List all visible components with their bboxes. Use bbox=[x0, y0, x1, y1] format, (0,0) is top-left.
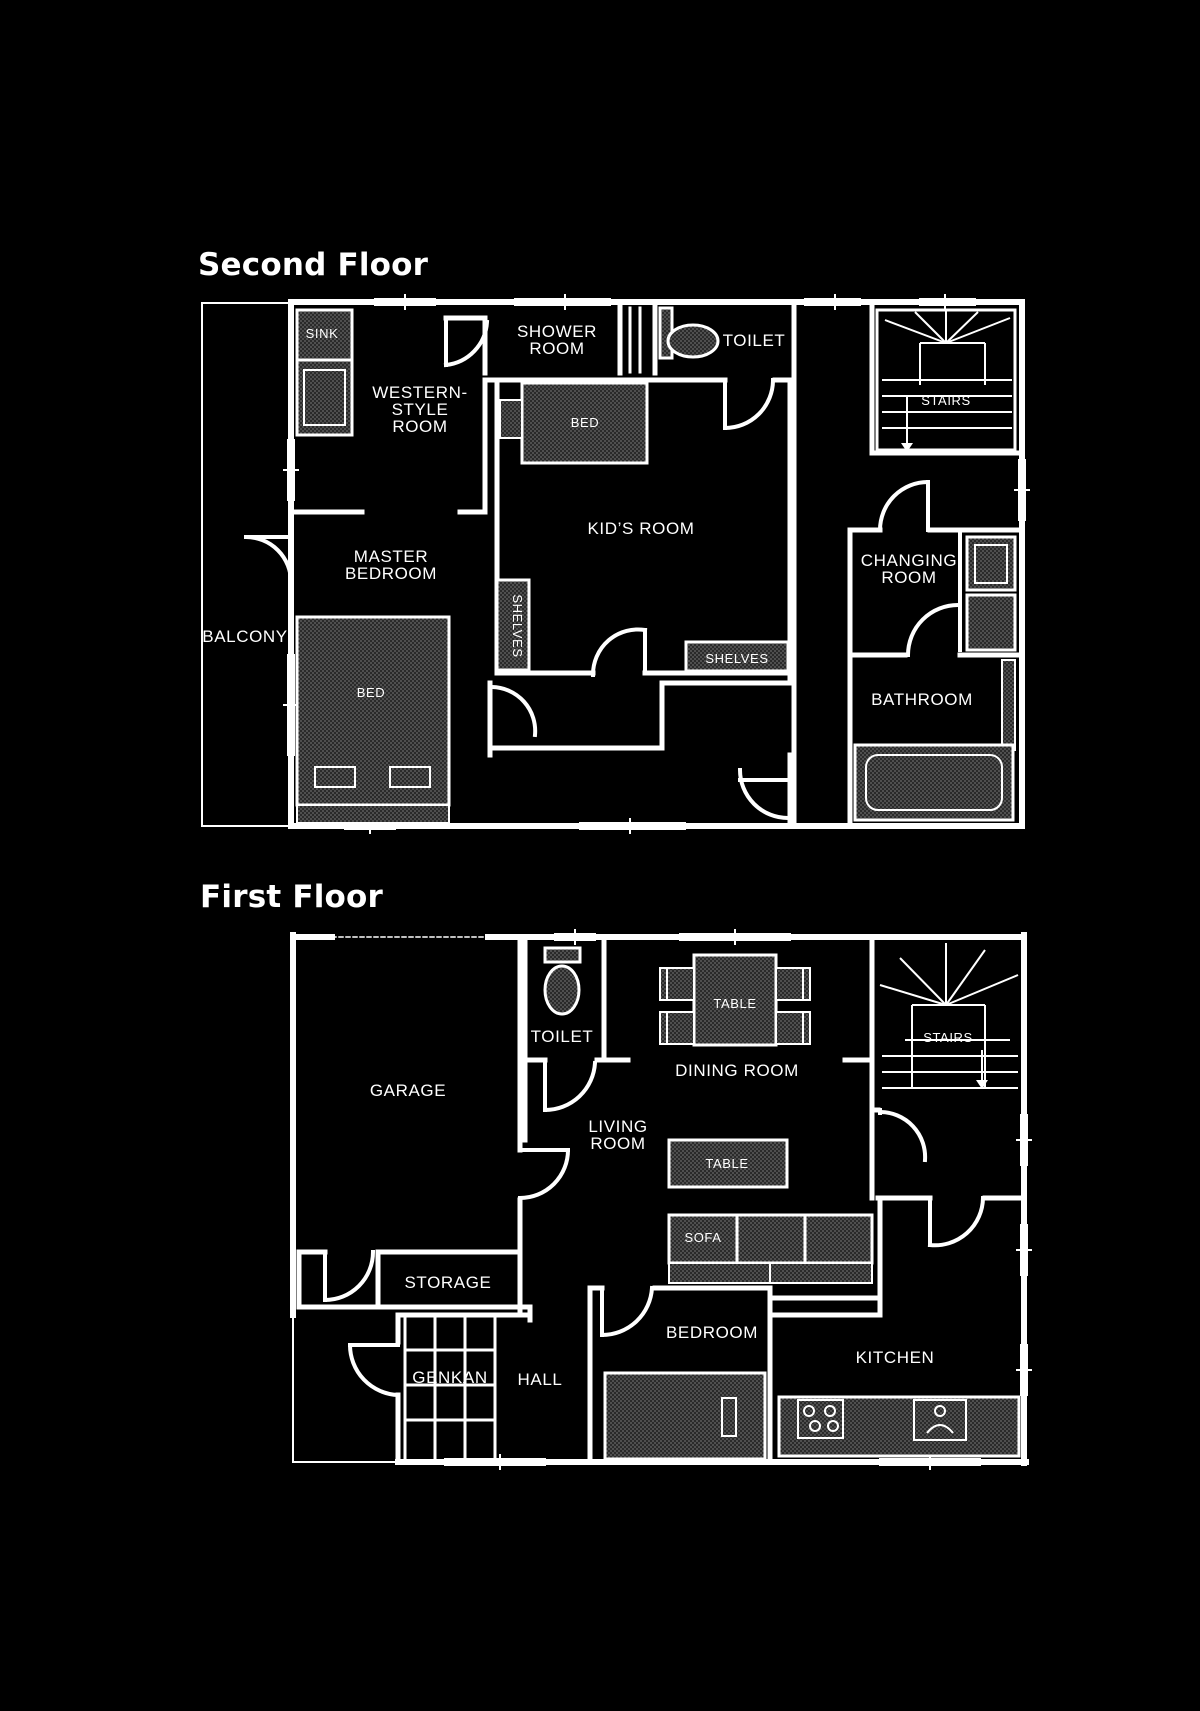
door-hall bbox=[737, 767, 792, 821]
sink-counter bbox=[295, 308, 354, 362]
door-first-toilet bbox=[542, 1060, 598, 1113]
label-western-style-room-2: STYLE bbox=[392, 400, 449, 419]
label-toilet-second: TOILET bbox=[723, 331, 786, 350]
kids-shelves bbox=[684, 640, 790, 673]
second-floor-labels: SINK SHOWER ROOM TOILET WESTERN- STYLE R… bbox=[202, 322, 973, 709]
door-bathroom bbox=[905, 602, 962, 658]
label-western-style-room-1: WESTERN- bbox=[372, 383, 467, 402]
door-stairs-hall bbox=[877, 1108, 928, 1163]
label-table-living: TABLE bbox=[705, 1156, 748, 1171]
label-kitchen: KITCHEN bbox=[856, 1348, 935, 1367]
label-shelves: SHELVES bbox=[705, 651, 768, 666]
label-sink: SINK bbox=[306, 326, 339, 341]
door-western-room bbox=[443, 316, 490, 368]
label-stairs-first: STAIRS bbox=[923, 1030, 973, 1045]
label-balcony: BALCONY bbox=[202, 627, 287, 646]
first-floor-furniture bbox=[543, 946, 1021, 1461]
door-garage-storage bbox=[322, 1249, 376, 1303]
label-bed-master: BED bbox=[357, 685, 386, 700]
toilet-bowl bbox=[666, 323, 720, 359]
door-master-bedroom bbox=[243, 534, 294, 585]
door-changing-room bbox=[877, 479, 931, 533]
label-dining-room: DINING ROOM bbox=[675, 1061, 799, 1080]
stove bbox=[797, 1399, 844, 1439]
kids-shelves-vertical bbox=[495, 578, 531, 672]
sofa bbox=[667, 1213, 874, 1265]
genkan-tiles bbox=[403, 1315, 497, 1460]
label-living-room-1: LIVING bbox=[588, 1117, 647, 1136]
label-master-bedroom-1: MASTER bbox=[354, 547, 428, 566]
label-stairs-second: STAIRS bbox=[921, 393, 971, 408]
label-sofa: SOFA bbox=[684, 1230, 721, 1245]
second-floor-stairs bbox=[875, 308, 1017, 452]
second-floor-exterior-walls bbox=[288, 299, 1025, 829]
label-shower-room-1: SHOWER bbox=[517, 322, 597, 341]
second-floor-plan bbox=[201, 294, 1030, 834]
balcony-area bbox=[201, 302, 291, 827]
first-toilet-bowl bbox=[543, 964, 581, 1016]
first-bed bbox=[603, 1371, 767, 1461]
door-kitchen bbox=[927, 1195, 986, 1248]
label-master-bedroom-2: BEDROOM bbox=[345, 564, 437, 583]
first-floor-heading: First Floor bbox=[200, 879, 384, 915]
label-table-dining: TABLE bbox=[713, 996, 756, 1011]
first-toilet-tank bbox=[543, 946, 582, 964]
label-bed-kids: BED bbox=[571, 415, 600, 430]
living-table bbox=[667, 1138, 789, 1189]
door-bedroom bbox=[599, 1285, 655, 1338]
windows-first-floor bbox=[444, 929, 1032, 1470]
door-kids-room bbox=[590, 627, 648, 678]
second-floor-heading: Second Floor bbox=[198, 247, 429, 283]
label-changing-room-1: CHANGING bbox=[861, 551, 957, 570]
sink-basin bbox=[303, 369, 346, 426]
door-genkan bbox=[347, 1342, 401, 1398]
door-garage-living bbox=[517, 1147, 571, 1201]
label-toilet-first: TOILET bbox=[531, 1027, 594, 1046]
label-bathroom: BATHROOM bbox=[871, 690, 973, 709]
first-floor-plan bbox=[290, 929, 1032, 1470]
windows-second-floor bbox=[283, 294, 1030, 834]
label-kids-room: KID’S ROOM bbox=[587, 519, 694, 538]
door-kids-room-top bbox=[722, 377, 776, 431]
second-floor-furniture bbox=[295, 306, 1017, 824]
first-floor-labels: TOILET TABLE STAIRS DINING ROOM GARAGE L… bbox=[370, 996, 973, 1389]
label-changing-room-2: ROOM bbox=[881, 568, 936, 587]
label-western-style-room-3: ROOM bbox=[392, 417, 447, 436]
label-genkan: GENKAN bbox=[412, 1368, 487, 1387]
label-storage: STORAGE bbox=[404, 1273, 491, 1292]
label-shower-room-2: ROOM bbox=[529, 339, 584, 358]
label-garage: GARAGE bbox=[370, 1081, 446, 1100]
door-closet bbox=[488, 681, 538, 738]
label-shelves-vertical: SHELVES bbox=[510, 594, 525, 657]
label-bedroom: BEDROOM bbox=[666, 1323, 758, 1342]
first-floor-stairs bbox=[879, 943, 1019, 1089]
label-hall: HALL bbox=[518, 1370, 563, 1389]
label-living-room-2: ROOM bbox=[590, 1134, 645, 1153]
master-bed bbox=[295, 615, 451, 807]
